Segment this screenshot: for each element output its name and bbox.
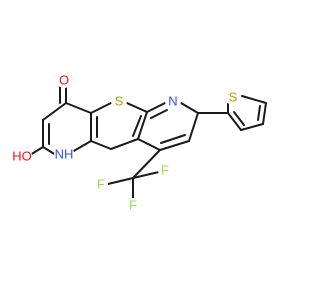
- bond-c3-c4: [159, 140, 190, 151]
- svg-text:F: F: [161, 163, 169, 178]
- bond-c7a-s: [90, 102, 112, 114]
- bond-c7-c6: [42, 102, 67, 121]
- bond-cf3-f-right: [132, 171, 160, 179]
- atom-labels: O S N S NH HO F F: [12, 72, 241, 213]
- bond-thienyl-c2-c3: [227, 112, 242, 131]
- bond-c8a-c4b-double: [132, 115, 142, 137]
- atom-nitrogen-pyridine: N: [165, 93, 181, 109]
- svg-text:NH: NH: [55, 147, 74, 162]
- atom-nh: NH: [54, 144, 74, 164]
- bond-cf3-f-left: [107, 177, 134, 185]
- bond-s-c8a: [126, 102, 148, 113]
- svg-text:O: O: [59, 73, 69, 88]
- atom-fluorine-left: F: [94, 177, 108, 192]
- bond-c8a-c4b: [137, 111, 148, 140]
- atom-oxygen-carbonyl: O: [56, 72, 72, 88]
- bond-nh-c4a: [71, 140, 92, 153]
- svg-text:N: N: [168, 94, 177, 109]
- bond-thienyl-c5-s: [241, 95, 267, 104]
- svg-text:S: S: [115, 94, 124, 109]
- bond-c4b-c4a: [110, 138, 139, 150]
- bond-c5-ho: [29, 146, 44, 156]
- bond-c2-c3: [188, 112, 199, 142]
- atom-fluorine-right: F: [158, 163, 172, 178]
- bond-c4-c4b: [137, 138, 161, 151]
- bond-c4-cf3: [132, 149, 161, 179]
- bond-thienyl-c4-c5: [262, 102, 267, 125]
- bond-thienyl-c2-c3-double: [233, 111, 245, 126]
- atom-sulfur-thiophene: S: [225, 89, 241, 105]
- bond-c7a-c7: [65, 102, 92, 114]
- bonds: [29, 85, 267, 199]
- atom-hydroxyl: HO: [12, 146, 32, 166]
- bond-n-c2: [180, 102, 199, 114]
- bond-thienyl-c3-c4: [240, 123, 264, 131]
- svg-text:HO: HO: [12, 149, 32, 164]
- svg-text:F: F: [97, 177, 105, 192]
- bond-c4b-c4a-outer: [90, 140, 112, 150]
- atom-sulfur-core: S: [111, 93, 127, 109]
- molecule-structure-diagram: O S N S NH HO F F: [12, 72, 267, 213]
- bond-c8a-n-double: [150, 109, 168, 119]
- bond-c5-nh: [42, 146, 57, 156]
- bond-thienyl-c4-c5-double: [257, 105, 261, 121]
- svg-text:F: F: [129, 198, 137, 213]
- bond-c3-c4-double: [160, 134, 186, 144]
- atom-fluorine-bottom: F: [126, 198, 140, 213]
- bond-c8a-n: [146, 102, 166, 113]
- svg-text:S: S: [229, 90, 238, 105]
